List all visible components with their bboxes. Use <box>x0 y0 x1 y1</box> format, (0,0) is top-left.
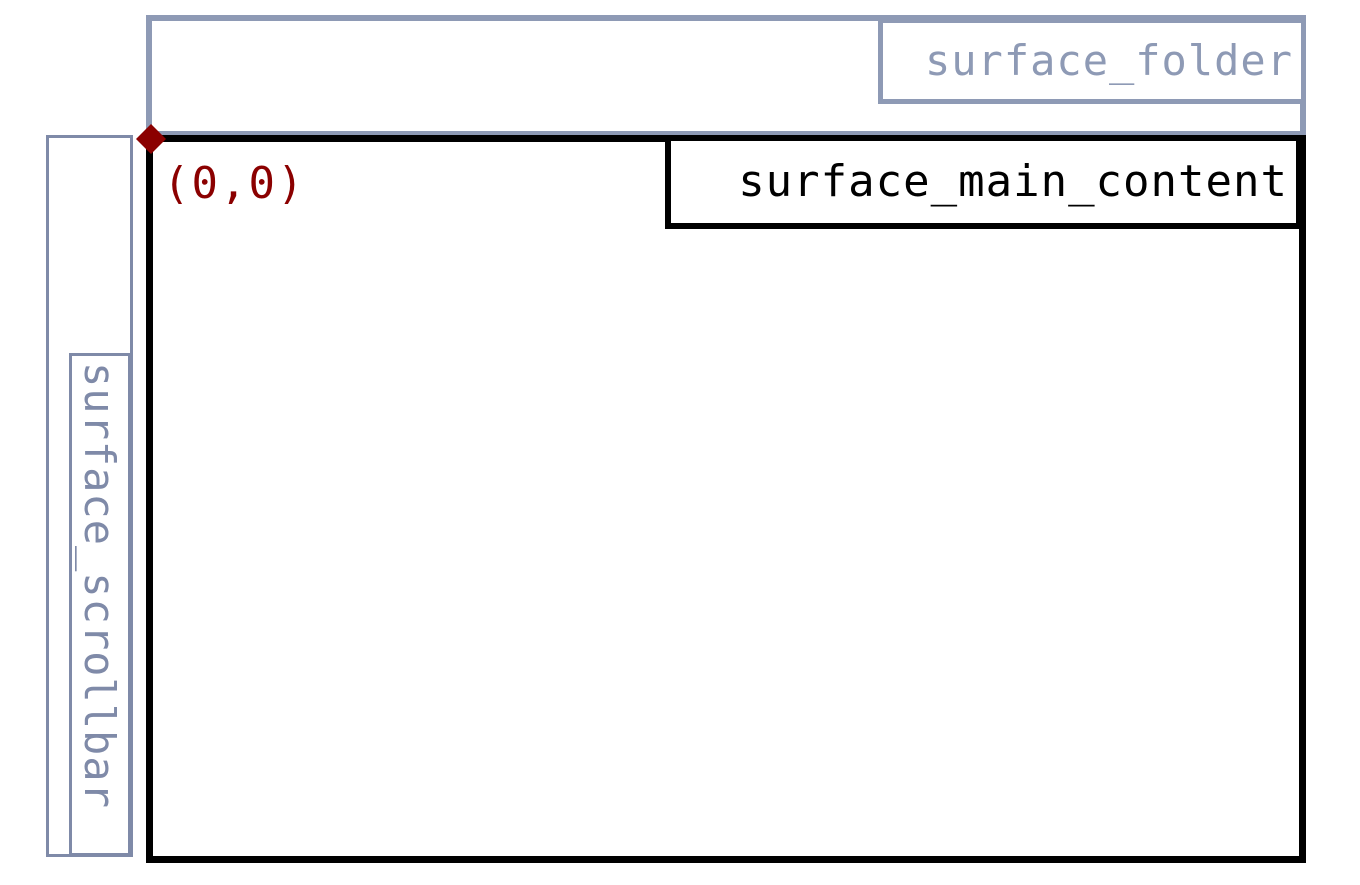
surface-scrollbar-label: surface_scrollbar <box>75 362 124 809</box>
surface-main-content-label: surface_main_content <box>665 135 1302 229</box>
surface-scrollbar-label-box: surface_scrollbar <box>69 353 131 856</box>
origin-label: (0,0) <box>163 158 306 209</box>
origin-marker-icon <box>136 124 166 154</box>
surface-main-content-region <box>146 135 1306 863</box>
surface-folder-label: surface_folder <box>878 18 1306 104</box>
